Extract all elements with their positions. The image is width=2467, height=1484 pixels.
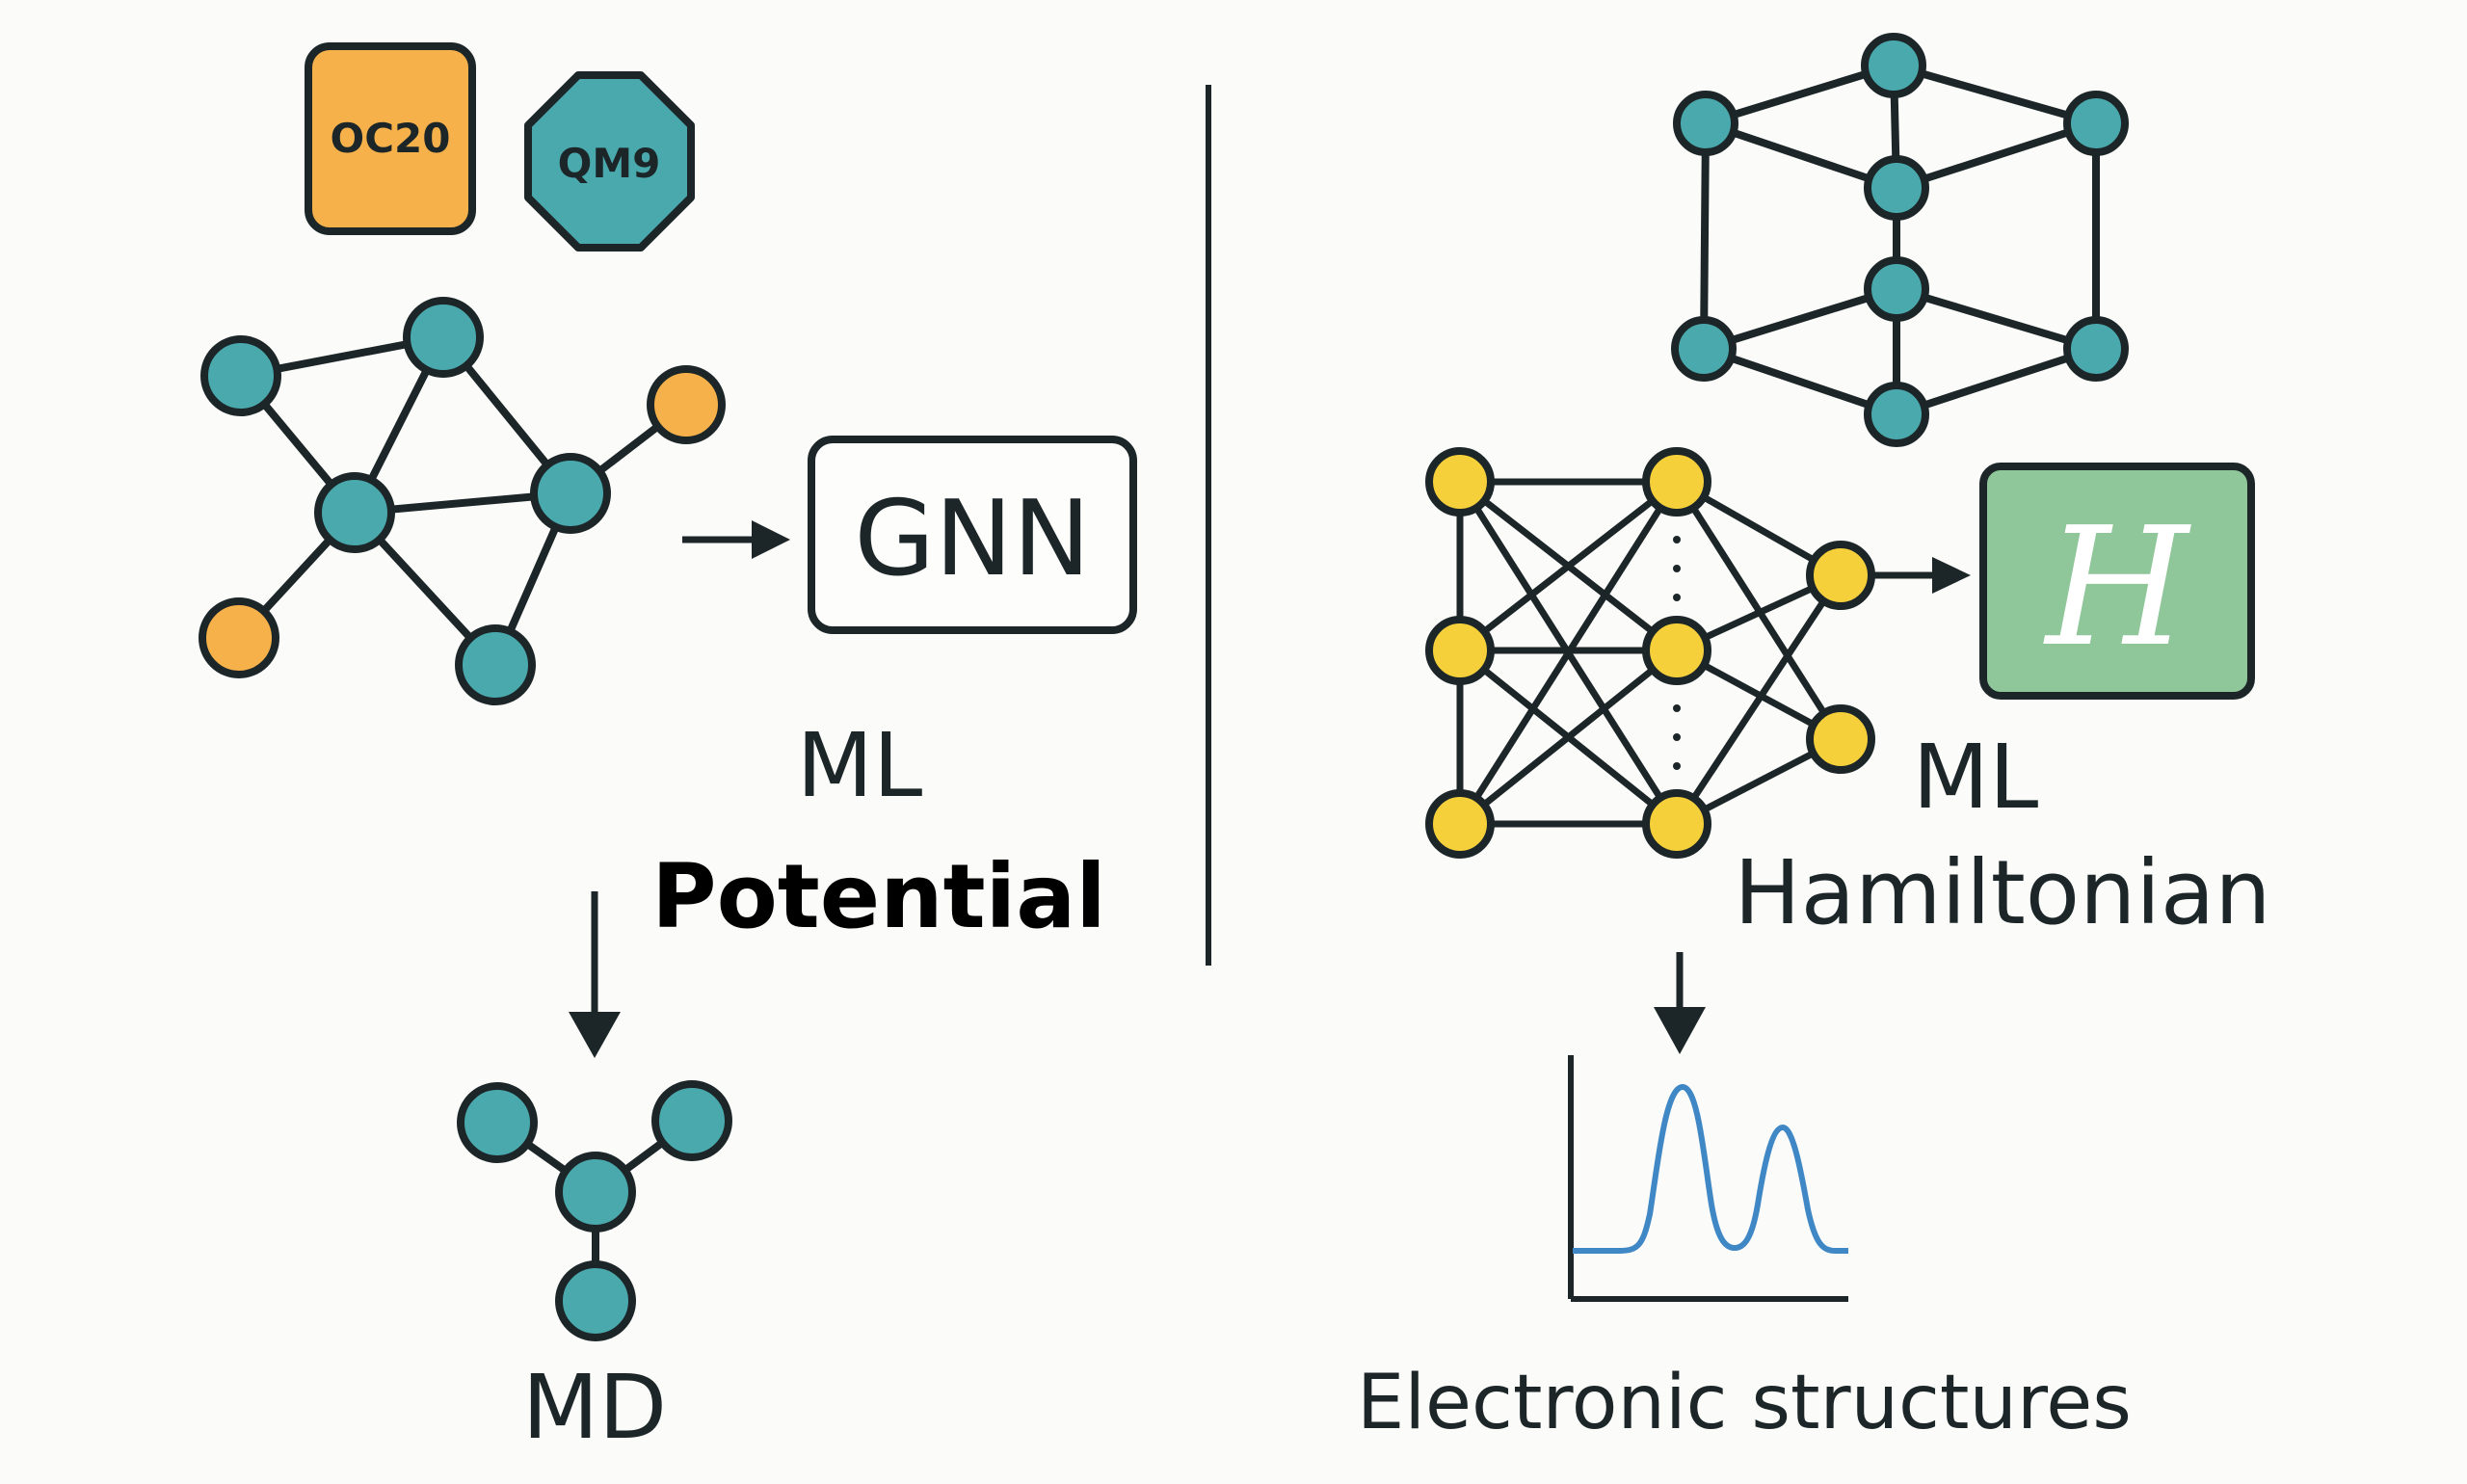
- hamiltonian-box: H: [1979, 463, 2255, 700]
- arrow-to-md-head: [569, 1012, 621, 1058]
- md-molecule: [457, 1080, 732, 1341]
- ml-potential-title-line1: ML: [797, 714, 923, 817]
- lattice-node: [2063, 91, 2129, 156]
- ml-hamiltonian-title-line2: Hamiltonian: [1734, 841, 2270, 944]
- electronic-structures-label: Electronic structures: [1357, 1360, 2132, 1446]
- md-node: [555, 1260, 636, 1341]
- graph-node: [647, 365, 726, 444]
- md-node: [555, 1152, 636, 1232]
- nn-dotted-hidden: [1673, 536, 1681, 770]
- gnn-box: GNN: [808, 436, 1137, 634]
- md-node: [651, 1080, 732, 1161]
- graph-node: [403, 297, 484, 378]
- lattice-node: [1861, 33, 1926, 98]
- nn-input-node: [1425, 447, 1495, 517]
- ml-potential-title-line2: Potential: [651, 845, 1106, 948]
- lattice-node: [2063, 316, 2129, 382]
- molecular-graph-nodes: [199, 297, 726, 705]
- qm9-badge: QM9: [524, 71, 695, 252]
- graph-node: [455, 624, 536, 705]
- graph-node: [530, 453, 611, 534]
- nn-output-node: [1806, 541, 1875, 610]
- nn-hidden-node: [1642, 789, 1711, 859]
- graph-node: [199, 597, 279, 678]
- nn-hidden-node: [1642, 447, 1711, 517]
- hamiltonian-symbol: H: [2043, 492, 2191, 683]
- lattice-node: [1864, 256, 1929, 322]
- nn-input-node: [1425, 789, 1495, 859]
- spectrum-plot: [1568, 1055, 1848, 1302]
- arrow-to-spectrum-head: [1654, 1007, 1706, 1054]
- qm9-label: QM9: [558, 140, 661, 187]
- gnn-label: GNN: [854, 479, 1090, 599]
- spectrum-curve: [1573, 1084, 1848, 1254]
- md-node: [457, 1082, 538, 1163]
- arrow-to-hamiltonian-head: [1932, 557, 1971, 594]
- nn-input-node: [1425, 616, 1495, 685]
- nn-hidden-node: [1642, 616, 1711, 685]
- arrow-to-gnn-head: [752, 520, 790, 559]
- molecular-graph: [235, 333, 690, 669]
- lattice-node: [1671, 316, 1737, 382]
- ml-hamiltonian-title-line1: ML: [1913, 726, 2039, 829]
- oc20-label: OC20: [331, 115, 451, 162]
- lattice-node: [1864, 155, 1929, 221]
- lattice-node: [1673, 91, 1738, 156]
- graph-node: [200, 335, 281, 416]
- graph-node: [314, 472, 395, 553]
- neural-network-nodes: [1425, 447, 1875, 859]
- nn-output-node: [1806, 704, 1875, 774]
- oc20-badge: OC20: [305, 42, 476, 235]
- md-label: MD: [522, 1356, 667, 1459]
- crystal-lattice: [1671, 33, 2129, 447]
- lattice-node: [1864, 382, 1929, 447]
